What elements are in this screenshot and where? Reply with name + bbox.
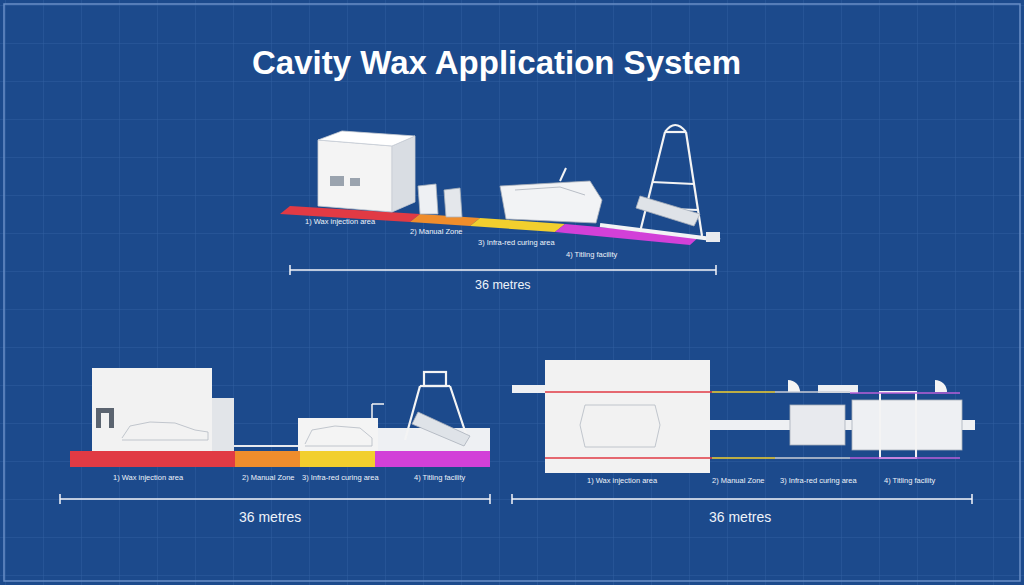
plan-view [512, 360, 975, 473]
fin [788, 380, 800, 392]
curing-unit [790, 405, 845, 445]
zone-band-yellow [300, 451, 375, 467]
tilted-car [636, 196, 700, 226]
dimension-line [60, 494, 490, 504]
building-front [318, 140, 392, 212]
arm [371, 404, 373, 418]
fin [935, 380, 947, 392]
duct [512, 385, 545, 393]
tilted-car [412, 412, 470, 446]
building-annex [212, 398, 234, 452]
zone-label: 4) Titling facility [884, 477, 935, 486]
dimension-text: 36 metres [239, 509, 301, 525]
dimension-line [512, 494, 972, 504]
diagram-title: Cavity Wax Application System [252, 44, 741, 82]
arm [372, 403, 384, 405]
dimension-text: 36 metres [709, 509, 771, 525]
doorway [96, 408, 114, 428]
side-view [70, 368, 490, 467]
zone-label: 1) Wax injection area [587, 477, 657, 486]
window [330, 176, 344, 186]
zone-band-orange [235, 451, 300, 467]
zone-band-purple [375, 451, 490, 467]
zone-label: 2) Manual Zone [410, 228, 463, 237]
frame [4, 4, 1020, 581]
car-outline [580, 405, 660, 447]
rail [234, 445, 300, 447]
curing-tunnel [500, 181, 602, 223]
gantry-frame [880, 392, 916, 458]
building-roof [318, 131, 415, 146]
tilting-gantry [852, 400, 962, 450]
zone-label: 2) Manual Zone [712, 477, 765, 486]
zone-label: 3) Infra-red curing area [302, 474, 379, 483]
zone-label: 1) Wax injection area [305, 218, 375, 227]
zone-band-red [70, 451, 235, 467]
zone-label: 3) Infra-red curing area [478, 239, 555, 248]
window [350, 178, 360, 186]
car-outline [305, 426, 372, 446]
zone-label: 4) Titling facility [566, 251, 617, 260]
zone-label: 1) Wax injection area [113, 474, 183, 483]
booth [444, 188, 462, 217]
perspective-view [280, 125, 720, 245]
zone-label: 2) Manual Zone [242, 474, 295, 483]
car-outline [515, 187, 585, 195]
curing-tunnel [298, 418, 378, 451]
zone-label: 3) Infra-red curing area [780, 477, 857, 486]
dimension-line [290, 265, 716, 275]
building [545, 360, 710, 473]
arm [560, 168, 566, 181]
zone-band-orange [410, 214, 480, 226]
booth [418, 184, 438, 214]
doorway [101, 413, 109, 428]
dimension-text: 36 metres [475, 278, 531, 292]
building [92, 368, 212, 452]
zone-label: 4) Titling facility [414, 474, 465, 483]
zone-lines [545, 392, 960, 458]
car-outline [122, 422, 208, 440]
building-side [392, 136, 415, 212]
end-stop [706, 232, 720, 242]
